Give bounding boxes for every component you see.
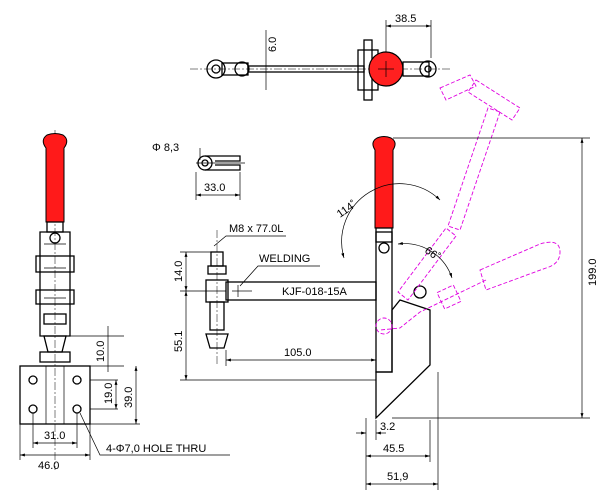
side-view: [180, 74, 590, 490]
dim-31-0: 31.0: [44, 430, 65, 442]
dim-38-5: 38.5: [395, 13, 416, 25]
dim-46-0: 46.0: [38, 460, 59, 472]
dim-10-0: 10.0: [95, 341, 107, 362]
angle-66: 66˚: [422, 245, 442, 264]
dim-6-0: 6.0: [267, 37, 279, 52]
dim-33-0: 33.0: [204, 182, 225, 194]
dim-51-9: 51,9: [387, 471, 408, 483]
dim-39-0: 39.0: [123, 387, 135, 408]
front-view: [19, 130, 230, 470]
thread-spec: M8 x 77.0L: [229, 223, 283, 235]
dim-55-1: 55.1: [173, 331, 185, 352]
dim-19-0: 19.0: [103, 383, 115, 404]
dim-199-0: 199.0: [587, 258, 599, 286]
top-view: [190, 20, 450, 101]
fork-detail: [195, 148, 245, 200]
dim-45-5: 45.5: [383, 443, 404, 455]
hole-note: 4-Φ7,0 HOLE THRU: [106, 443, 206, 455]
welding-note: WELDING: [259, 253, 310, 265]
dim-105-0: 105.0: [284, 347, 312, 359]
diameter-label: Φ 8,3: [152, 142, 179, 154]
part-number: KJF-018-15A: [282, 286, 347, 298]
dim-3-2: 3.2: [380, 421, 395, 433]
dim-14-0: 14.0: [173, 261, 185, 282]
